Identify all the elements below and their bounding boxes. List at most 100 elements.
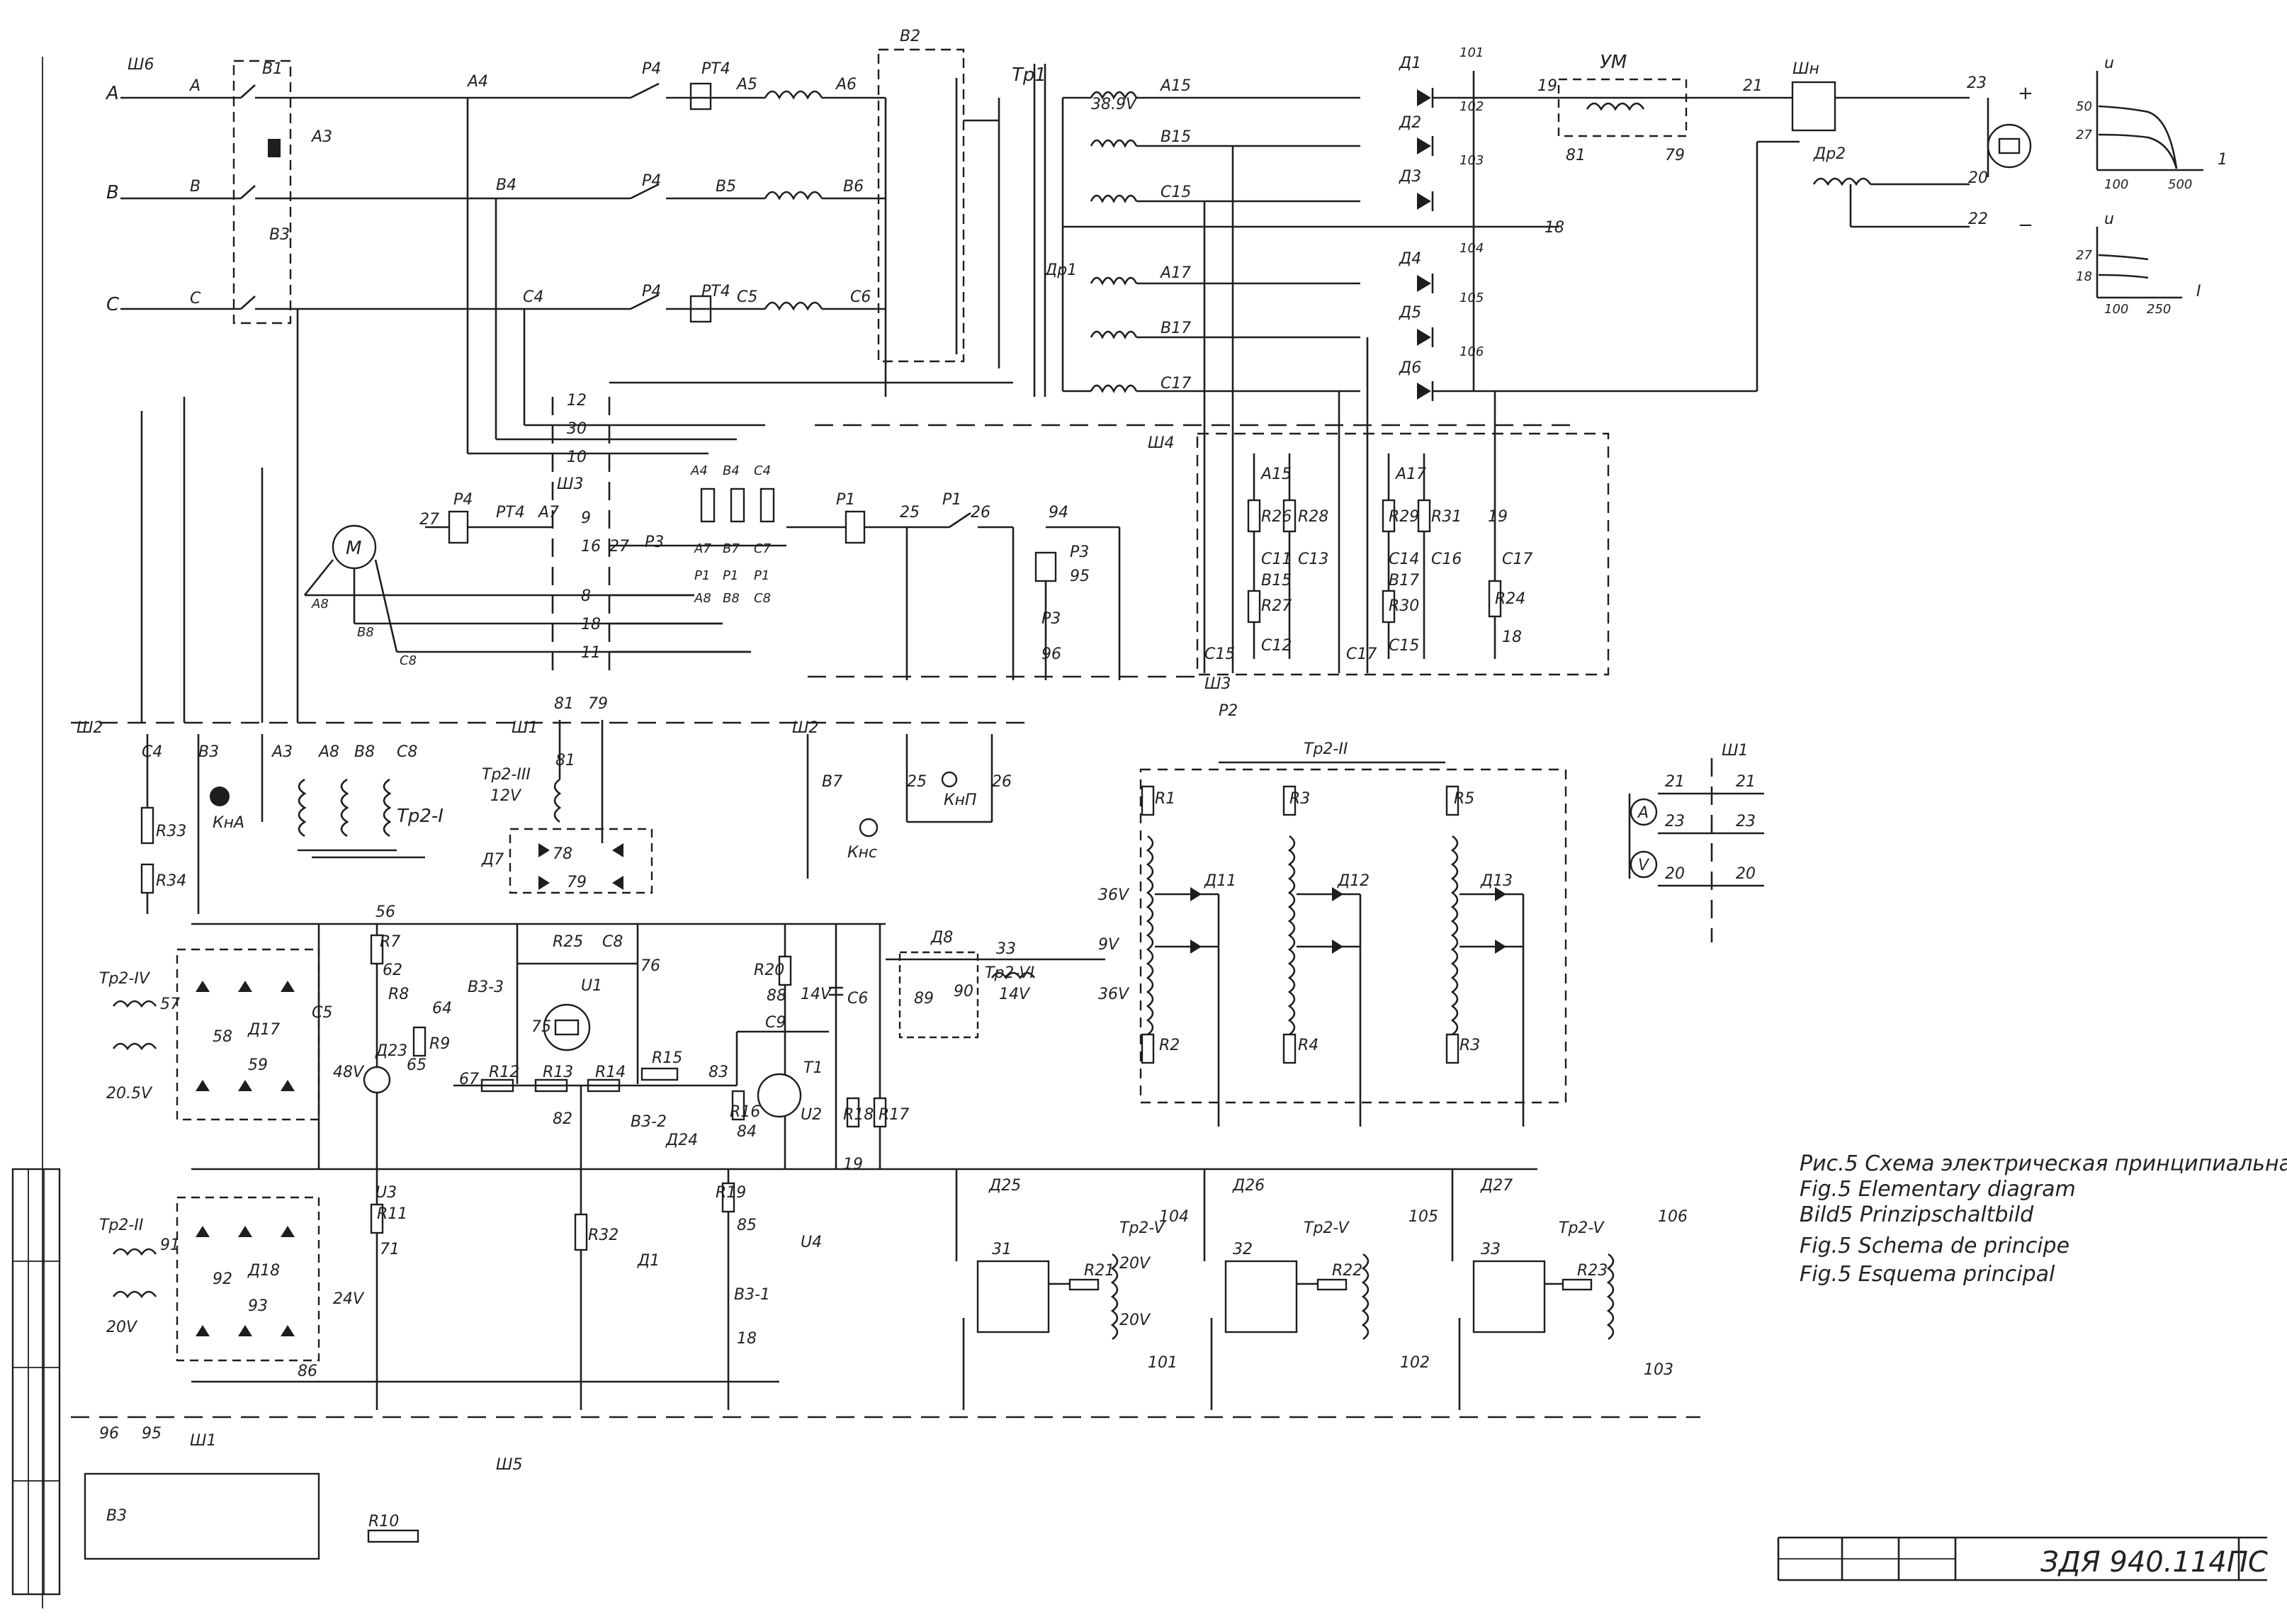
- tr2-5-b-label: Tp2-V: [1304, 1219, 1350, 1237]
- r25-label: R25: [553, 933, 583, 951]
- a3-lower-label: A3: [271, 743, 293, 761]
- control-board: 56 R7 62 R8 64 R9 65 Д23 B3-3 U3 R11 71 …: [363, 903, 1105, 1410]
- a17-rc-label: A17: [1394, 466, 1426, 483]
- figure-caption: Рис.5 Схема электрическая принципиальная…: [1800, 1151, 2287, 1287]
- left-border-strip: [11, 57, 61, 1608]
- c14-label: C14: [1389, 551, 1419, 568]
- sh4-label: Ш4: [1148, 434, 1175, 452]
- phase-b-label: B: [190, 178, 201, 196]
- a4-label: A4: [466, 73, 488, 91]
- n106-label: 106: [1459, 344, 1484, 359]
- n101-label: 101: [1459, 45, 1484, 60]
- n19-um-label: 19: [1537, 77, 1557, 95]
- n10-sh3-label: 10: [567, 449, 587, 466]
- n79-bridge-label: 79: [567, 874, 587, 891]
- n57-label: 57: [160, 996, 180, 1013]
- sh3-label: Ш3: [557, 475, 584, 493]
- contactor-p4: A4 B4 C4 P4 P4 P4 PT4 PT4 A5 B5 C5 A6 B6…: [466, 28, 1013, 397]
- n23-meter-label: 23: [1665, 813, 1685, 830]
- r28-label: R28: [1298, 508, 1328, 526]
- r33-label: R33: [156, 823, 186, 840]
- n71-label: 71: [380, 1241, 400, 1258]
- r16-label: R16: [730, 1103, 760, 1121]
- n20-out-label: 20: [1968, 169, 1988, 187]
- d5-label: Д5: [1399, 304, 1421, 322]
- c5-label: C5: [737, 288, 757, 306]
- graph1-i-label: 1: [2218, 151, 2227, 169]
- rc-snubber-blocks: Ш4 A15 R26 R28 C11 C13 B15 R27 C12 C15 A…: [1148, 146, 1610, 676]
- a7-aux-label: A7: [537, 504, 559, 521]
- dr1-label: Дp1: [1044, 261, 1077, 279]
- n101-mod-label: 101: [1148, 1354, 1178, 1372]
- u1-label: U1: [581, 977, 602, 995]
- d24-label: Д24: [665, 1132, 698, 1149]
- b4-fuse-label: B4: [723, 463, 740, 478]
- c4-fuse-label: C4: [754, 463, 771, 478]
- b4-label: B4: [496, 176, 516, 194]
- v20-supply-label: 20V: [106, 1319, 138, 1336]
- r1-label: R1: [1155, 790, 1175, 808]
- n85-label: 85: [737, 1217, 757, 1234]
- n88-label: 88: [767, 987, 786, 1005]
- d18-label: Д18: [247, 1262, 280, 1280]
- phase-shifter-tr2-2: Tp2-II R1 R3 R5 36V 9V 36V Д11 Д12 Д13 R…: [1098, 740, 1567, 1127]
- b3-2-label: B3-2: [631, 1113, 667, 1131]
- n94-label: 94: [1049, 504, 1068, 521]
- n33-label: 33: [996, 940, 1016, 958]
- n75-label: 75: [531, 1018, 551, 1036]
- caption-ru: Рис.5 Схема электрическая принципиальная: [1800, 1151, 2287, 1176]
- d27-label: Д27: [1480, 1177, 1513, 1195]
- v36-b-label: 36V: [1098, 986, 1130, 1003]
- sh1-bottom-label: Ш1: [190, 1432, 217, 1450]
- fan-motor: M A8 B8 C8: [303, 524, 751, 668]
- b7-lower-label: B7: [822, 773, 842, 791]
- n81-coil-label: 81: [555, 752, 575, 769]
- u4-label: U4: [801, 1234, 822, 1251]
- r24-label: R24: [1495, 590, 1525, 608]
- graph1-27-label: 27: [2076, 128, 2092, 142]
- u3-label: U3: [375, 1184, 397, 1202]
- c15b-label: C15: [1389, 637, 1419, 655]
- p1-c-label: P1: [754, 568, 769, 583]
- b8-motor-label: B8: [357, 625, 374, 640]
- r34-label: R34: [156, 872, 186, 890]
- p2-label: P2: [1219, 702, 1238, 720]
- c9-label: C9: [765, 1014, 786, 1032]
- transformer-tr1: Tp1 38.9V Дp1 A15 B15 C15 A17 B17 C17: [1012, 64, 1559, 397]
- n105-label: 105: [1459, 291, 1484, 305]
- r22-label: R22: [1332, 1262, 1362, 1280]
- r8-label: R8: [388, 986, 409, 1003]
- output-characteristic-graphs: u 50 27 100 500 1 u 27 18 100 250 I: [2076, 55, 2227, 317]
- p1-contact-label: P1: [942, 491, 961, 509]
- tr2-4-label: Tp2-IV: [99, 970, 151, 988]
- n81-um-label: 81: [1566, 147, 1586, 164]
- graph2-250-label: 250: [2147, 302, 2171, 317]
- kna-label: КнА: [213, 814, 244, 832]
- p1-b-label: P1: [723, 568, 738, 583]
- knp-label: КнП: [944, 791, 977, 809]
- v48-label: 48V: [333, 1064, 365, 1081]
- n78-label: 78: [553, 845, 572, 863]
- n23-meter-right-label: 23: [1736, 813, 1756, 830]
- n18-out-label: 18: [1545, 219, 1564, 237]
- b17-label: B17: [1161, 320, 1191, 337]
- phase-b-input-label: B: [106, 182, 119, 203]
- n103-mod-label: 103: [1644, 1361, 1673, 1379]
- v205-label: 20.5V: [106, 1085, 153, 1103]
- d25-label: Д25: [988, 1177, 1021, 1195]
- n26-lower-label: 26: [992, 773, 1012, 791]
- a3-label: A3: [310, 128, 332, 146]
- a8-label: A8: [694, 591, 711, 606]
- n18-board-label: 18: [737, 1330, 757, 1348]
- b15-label: B15: [1161, 128, 1191, 146]
- r30-label: R30: [1389, 597, 1419, 615]
- title-block: ЗДЯ 940.114ПС: [1777, 1536, 2268, 1581]
- c16-label: C16: [1431, 551, 1462, 568]
- caption-de: Bild5 Prinzipschaltbild: [1800, 1202, 2034, 1227]
- ammeter-label: A: [1637, 804, 1649, 822]
- n103-label: 103: [1459, 153, 1484, 168]
- u2-label: U2: [801, 1106, 822, 1124]
- tr1-label: Tp1: [1012, 64, 1046, 86]
- n92-label: 92: [213, 1270, 232, 1288]
